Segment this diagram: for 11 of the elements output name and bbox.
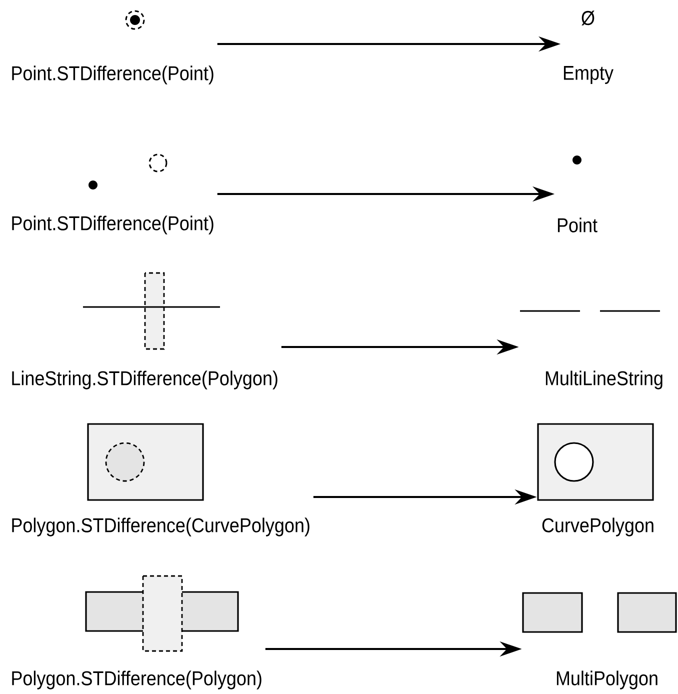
geometry-label: Polygon.STDifference(CurvePolygon) — [12, 518, 310, 536]
geometry-label: MultiPolygon — [556, 670, 658, 690]
geometry-label: Polygon.STDifference(Polygon) — [12, 670, 262, 690]
geometry-label: Point.STDifference(Point) — [12, 66, 214, 84]
geometry-label: CurvePolygon — [542, 518, 654, 536]
geometry-label: MultiLineString — [546, 370, 662, 390]
geometry-label: Point — [558, 218, 598, 232]
geometry-label: Empty — [564, 66, 614, 84]
geometry-label: Point.STDifference(Point) — [12, 216, 214, 234]
geometry-label: Ø — [582, 10, 594, 26]
geometry-label: LineString.STDifference(Polygon) — [12, 370, 278, 390]
